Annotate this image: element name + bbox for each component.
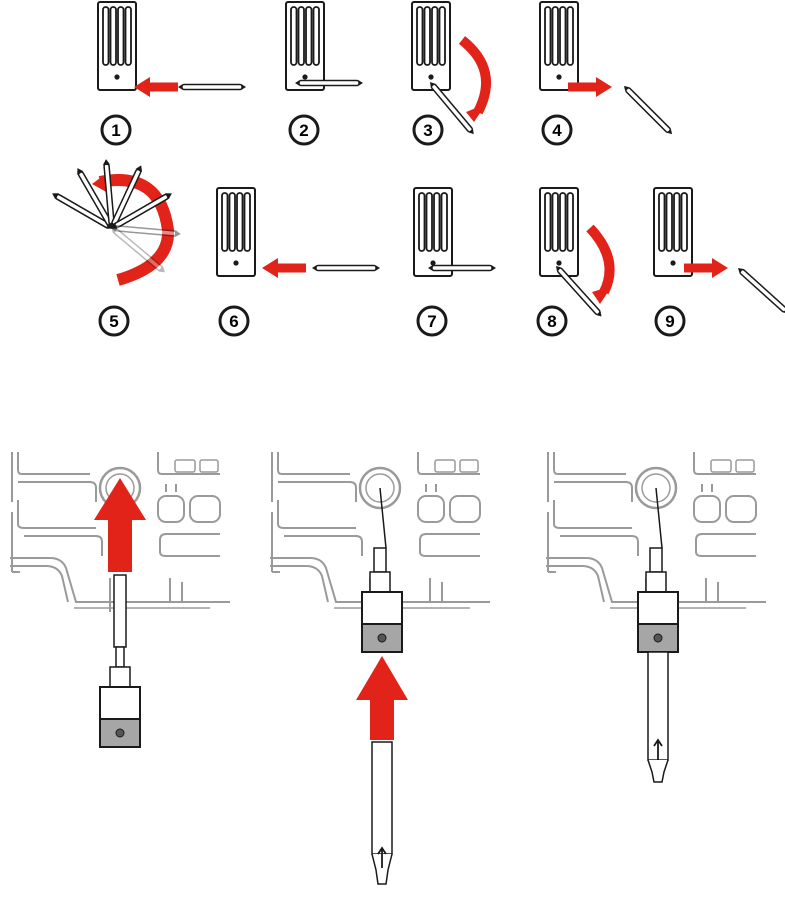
- panel-insert-screwdriver: [270, 452, 490, 884]
- step-number: 1: [111, 121, 120, 140]
- step-number: 8: [547, 312, 556, 331]
- step-number: 5: [109, 312, 118, 331]
- step-3: 3: [412, 2, 486, 144]
- step-number: 6: [229, 312, 238, 331]
- panel-insert-extension: [10, 452, 230, 747]
- step-number: 3: [423, 121, 432, 140]
- step-4: 4: [540, 2, 674, 144]
- panel-assembled: [546, 452, 766, 782]
- step-number: 2: [299, 121, 308, 140]
- step-7: 7: [414, 188, 496, 335]
- step-number: 7: [427, 312, 436, 331]
- step-9: 9: [654, 188, 785, 335]
- step-2: 2: [286, 2, 363, 144]
- step-1: 1: [98, 2, 246, 144]
- step-number: 4: [552, 121, 562, 140]
- step-8: 8: [538, 188, 612, 335]
- step-6: 6: [217, 188, 380, 335]
- step-number: 9: [665, 312, 674, 331]
- step-5: 5: [52, 160, 180, 335]
